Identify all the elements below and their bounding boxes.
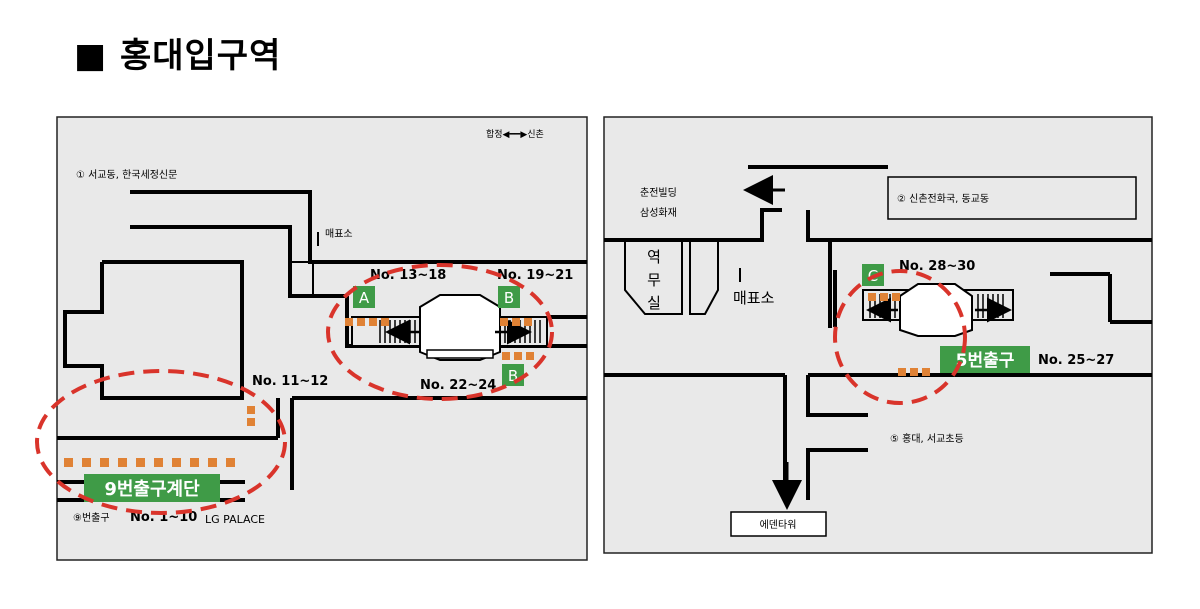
gate-b-label-top: B [504, 289, 514, 307]
station-office-char-3: 실 [647, 294, 661, 312]
right-ticket-office-label: 매표소 [733, 289, 775, 307]
exit2-label: ② 신촌전화국, 동교동 [897, 193, 989, 205]
highlight-exit5-area [833, 269, 967, 405]
left-ticket-office-label: 매표소 [325, 228, 353, 240]
exit9-label: ⑨번출구 [73, 512, 110, 524]
direction-label: 합정◀━━▶신촌 [486, 129, 544, 140]
highlight-gate-area [326, 263, 554, 401]
no-25-27-label: No. 25~27 [1038, 353, 1114, 368]
left-map: A B B 9번출구계단 합정◀━━▶신촌 ① 서교동, 한국세정신문 매표소 … [35, 116, 588, 561]
exit1-label: ① 서교동, 한국세정신문 [76, 169, 177, 181]
exit5-label: 5번출구 [956, 351, 1015, 371]
no-22-24-label: No. 22~24 [420, 378, 496, 393]
lg-palace-label: LG PALACE [205, 513, 265, 526]
page-title: ■ 홍대입구역 [74, 36, 282, 76]
eden-tower-box [730, 511, 827, 537]
station-office [624, 240, 719, 315]
station-office-char-2: 무 [647, 271, 661, 289]
left-tiles [64, 318, 534, 467]
station-office-char-1: 역 [647, 248, 661, 266]
building1-label: 춘전빌딩 [640, 187, 677, 199]
no-13-18-label: No. 13~18 [370, 268, 446, 283]
gate-a-label: A [359, 289, 370, 307]
gate-a-badge: A [353, 286, 375, 308]
exit9-stairs-banner [84, 474, 220, 502]
gate-b-label-bottom: B [508, 367, 518, 385]
building2-label: 삼성화재 [640, 207, 677, 219]
right-concourse [862, 283, 1014, 337]
gate-b-badge-top: B [498, 286, 520, 308]
right-tiles [868, 293, 930, 376]
right-map: C 5번출구 춘전빌딩 삼성화재 ② 신촌전화국, 동교동 역 무 실 매표소 … [603, 116, 1153, 554]
no-19-21-label: No. 19~21 [497, 268, 573, 283]
eden-tower-label: 에덴타워 [760, 518, 797, 531]
no-28-30-label: No. 28~30 [899, 259, 975, 274]
highlight-exit9-area [35, 369, 287, 515]
gate-b-badge-bottom: B [502, 364, 524, 386]
left-ticket-booth [290, 232, 347, 296]
exit2-box [887, 176, 1137, 220]
exit9-stairs-label: 9번출구계단 [104, 479, 200, 500]
exit5-destination-label: ⑤ 홍대, 서교초등 [890, 432, 964, 445]
no-11-12-label: No. 11~12 [252, 374, 328, 389]
right-map-walls [604, 165, 1152, 500]
